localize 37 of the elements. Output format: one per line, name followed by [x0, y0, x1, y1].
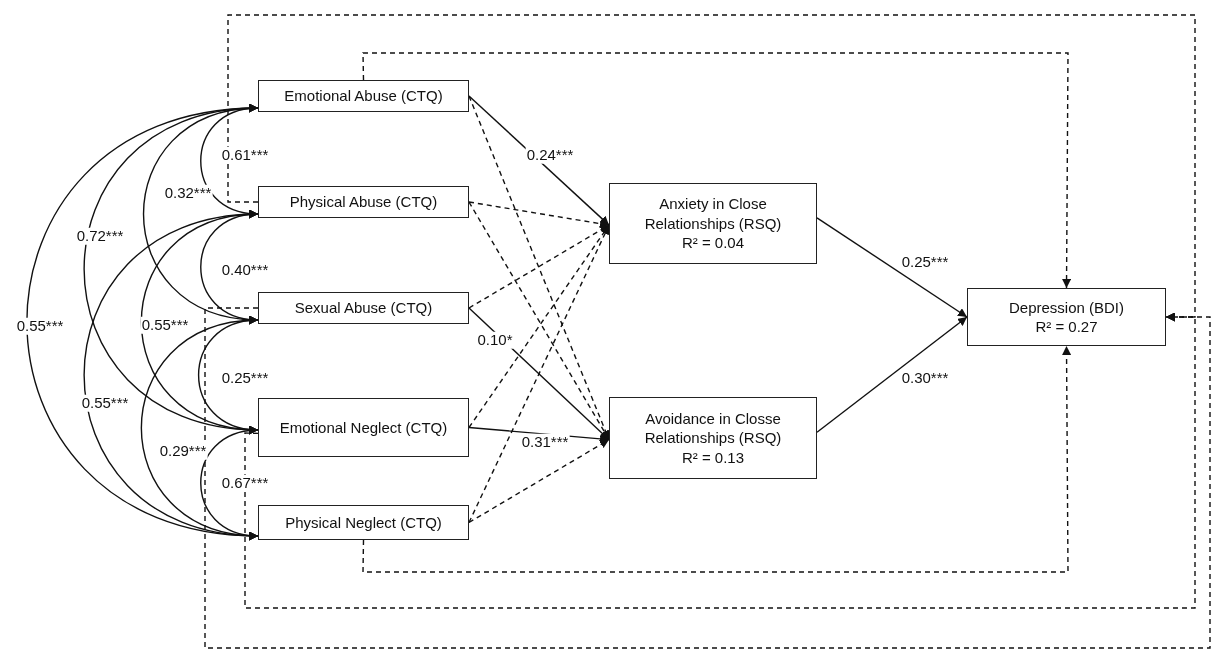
edge-label: 0.72*** — [75, 227, 125, 245]
edge-label: 0.10* — [476, 331, 514, 349]
r-squared-value: R² = 0.13 — [681, 447, 745, 468]
variable-box — [258, 186, 469, 218]
dashed-path-arrow — [468, 224, 610, 309]
path-arrow — [816, 316, 968, 433]
variable-name: Sexual Abuse (CTQ) — [294, 298, 433, 318]
variable-box — [258, 398, 469, 457]
variable-name: Depression (BDI) — [1008, 297, 1124, 317]
variable-box — [258, 292, 469, 324]
r-squared-value: R² = 0.27 — [1035, 317, 1098, 337]
correlation-arrow — [200, 426, 259, 540]
edge-label: 0.55*** — [80, 394, 130, 412]
dashed-path-arrow — [362, 345, 1072, 573]
dashed-path-arrow — [244, 312, 1196, 609]
edge-label: 0.55*** — [140, 316, 190, 334]
r-squared-value: R² = 0.04 — [681, 233, 745, 253]
dashed-path-arrow — [204, 307, 1211, 649]
variable-box — [609, 183, 817, 264]
variable-name: Emotional Neglect (CTQ) — [279, 417, 448, 438]
variable-box — [258, 505, 469, 540]
edge-label: 0.24*** — [525, 146, 575, 164]
dashed-path-arrow — [362, 52, 1072, 289]
path-arrow — [468, 95, 610, 226]
edge-label: 0.55*** — [15, 317, 65, 335]
dashed-path-arrow — [468, 201, 610, 229]
variable-name: Emotional Abuse (CTQ) — [284, 86, 443, 106]
variable-name: Physical Abuse (CTQ) — [289, 192, 438, 212]
edge-label: 0.29*** — [158, 442, 208, 460]
dashed-path-arrow — [468, 438, 610, 524]
variable-name: Physical Neglect (CTQ) — [285, 512, 442, 533]
variable-box — [609, 397, 817, 479]
variable-name: Anxiety in Close Relationships (RSQ) — [643, 194, 783, 234]
path-arrow — [816, 217, 968, 318]
variable-box — [258, 80, 469, 112]
variable-box — [967, 288, 1166, 346]
variable-name: Avoidance in Closse Relationships (RSQ) — [643, 408, 783, 448]
